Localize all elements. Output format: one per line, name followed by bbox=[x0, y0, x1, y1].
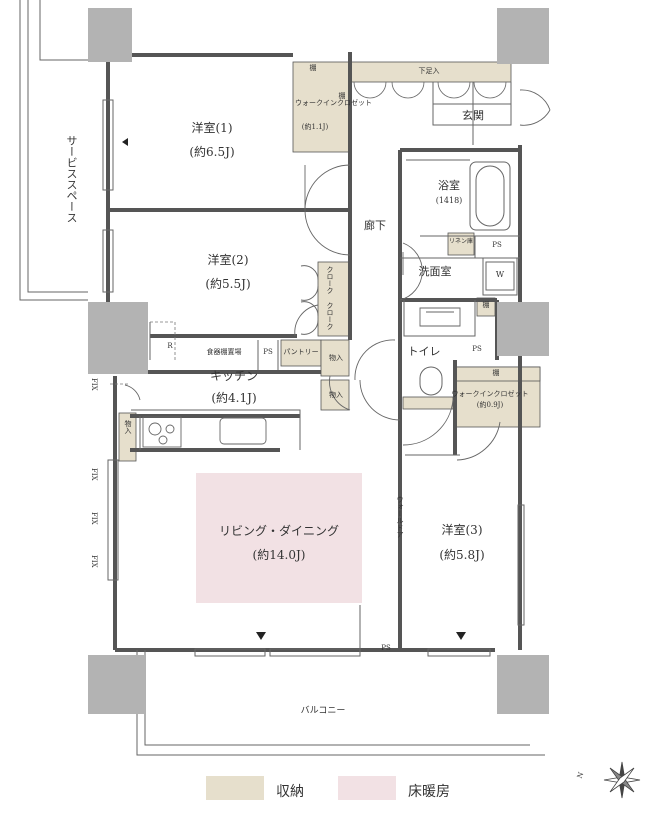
wash-shelf-label: 棚 bbox=[482, 301, 490, 309]
kitchen-size: (約4.1J) bbox=[211, 391, 257, 405]
pantry-label: パントリー bbox=[283, 348, 319, 356]
compass-rose bbox=[603, 761, 641, 799]
legend-storage-label: 収納 bbox=[276, 784, 304, 800]
storage-areas bbox=[118, 61, 541, 462]
bed3-name: 洋室(3) bbox=[441, 523, 483, 537]
linen-label: リネン庫 bbox=[448, 238, 474, 245]
bed1-size: (約6.5J) bbox=[189, 145, 235, 159]
shoe-cabinet-doors bbox=[353, 81, 507, 99]
bath-size: (1418) bbox=[435, 196, 463, 205]
bed2-size: (約5.5J) bbox=[205, 277, 251, 291]
wic1-size: (約1.1J) bbox=[301, 123, 329, 131]
ps-kitchen-label: PS bbox=[263, 348, 273, 356]
washroom-name: 洗面室 bbox=[418, 265, 452, 278]
cloak-2-label: クローク bbox=[326, 302, 334, 330]
fix-window-4-label: FIX bbox=[90, 555, 98, 568]
washbasin bbox=[419, 307, 461, 327]
service-space-label: サービススペース bbox=[65, 135, 78, 223]
living-size: (約14.0J) bbox=[252, 548, 306, 562]
fix-window-2-label: FIX bbox=[90, 468, 98, 481]
fix-window-3-label: FIX bbox=[90, 512, 98, 525]
living-name: リビング・ダイニング bbox=[218, 524, 340, 538]
entrance-name: 玄関 bbox=[462, 109, 484, 122]
wic1-shelf-label: 棚 bbox=[309, 64, 317, 72]
storage-2-label: 物入 bbox=[329, 391, 343, 399]
ps-bath-label: PS bbox=[492, 241, 502, 249]
kitchen-fixtures bbox=[142, 416, 267, 448]
shoe-cabinet-label: 下足入 bbox=[418, 67, 440, 75]
wic1-name: ウォークインクロゼット bbox=[295, 99, 372, 107]
kitchen-name: キッチン bbox=[209, 369, 259, 383]
bathtub bbox=[469, 161, 511, 231]
windows bbox=[102, 99, 525, 657]
storage-3-label: 物入 bbox=[124, 420, 132, 434]
wic1-side-shelf-label: 棚 bbox=[338, 92, 346, 99]
washer-box bbox=[485, 261, 515, 291]
washer-label: W bbox=[495, 270, 505, 279]
wall-door-label: ウォールドア bbox=[396, 496, 404, 538]
balcony-name: バルコニー bbox=[300, 706, 346, 716]
structural-columns bbox=[88, 8, 549, 714]
cloak-1-label: クローク bbox=[326, 266, 334, 294]
bed1-name: 洋室(1) bbox=[191, 121, 233, 135]
storage-1-label: 物入 bbox=[329, 354, 343, 362]
doors bbox=[124, 89, 551, 461]
wic2-shelf-label: 棚 bbox=[492, 369, 500, 377]
bed2-name: 洋室(2) bbox=[207, 253, 249, 267]
dashed-lines bbox=[110, 321, 176, 385]
ps-toilet-label: PS bbox=[472, 345, 482, 353]
bed3-size: (約5.8J) bbox=[439, 548, 485, 562]
hallway-name: 廊下 bbox=[364, 219, 386, 232]
toilet-name: トイレ bbox=[407, 345, 441, 358]
floor-heating-area bbox=[196, 473, 362, 603]
dish-cabinet-label: 食器棚置場 bbox=[206, 348, 242, 356]
ps-balcony-label: PS bbox=[381, 644, 391, 652]
walls bbox=[105, 52, 522, 652]
refrigerator-label: R bbox=[167, 342, 173, 350]
legend-floor-heating-label: 床暖房 bbox=[408, 784, 450, 800]
legend-storage-swatch bbox=[206, 776, 264, 800]
fix-window-1-label: FIX bbox=[90, 378, 98, 391]
toilet-fixture bbox=[419, 366, 443, 396]
bath-name: 浴室 bbox=[438, 179, 460, 192]
wic2-size: (約0.9J) bbox=[476, 401, 504, 409]
wic2-name: ウォークインクロゼット bbox=[451, 390, 529, 398]
service-space-boundary bbox=[19, 0, 88, 301]
window-arrows bbox=[122, 138, 466, 640]
legend-floor-heating-swatch bbox=[338, 776, 396, 800]
